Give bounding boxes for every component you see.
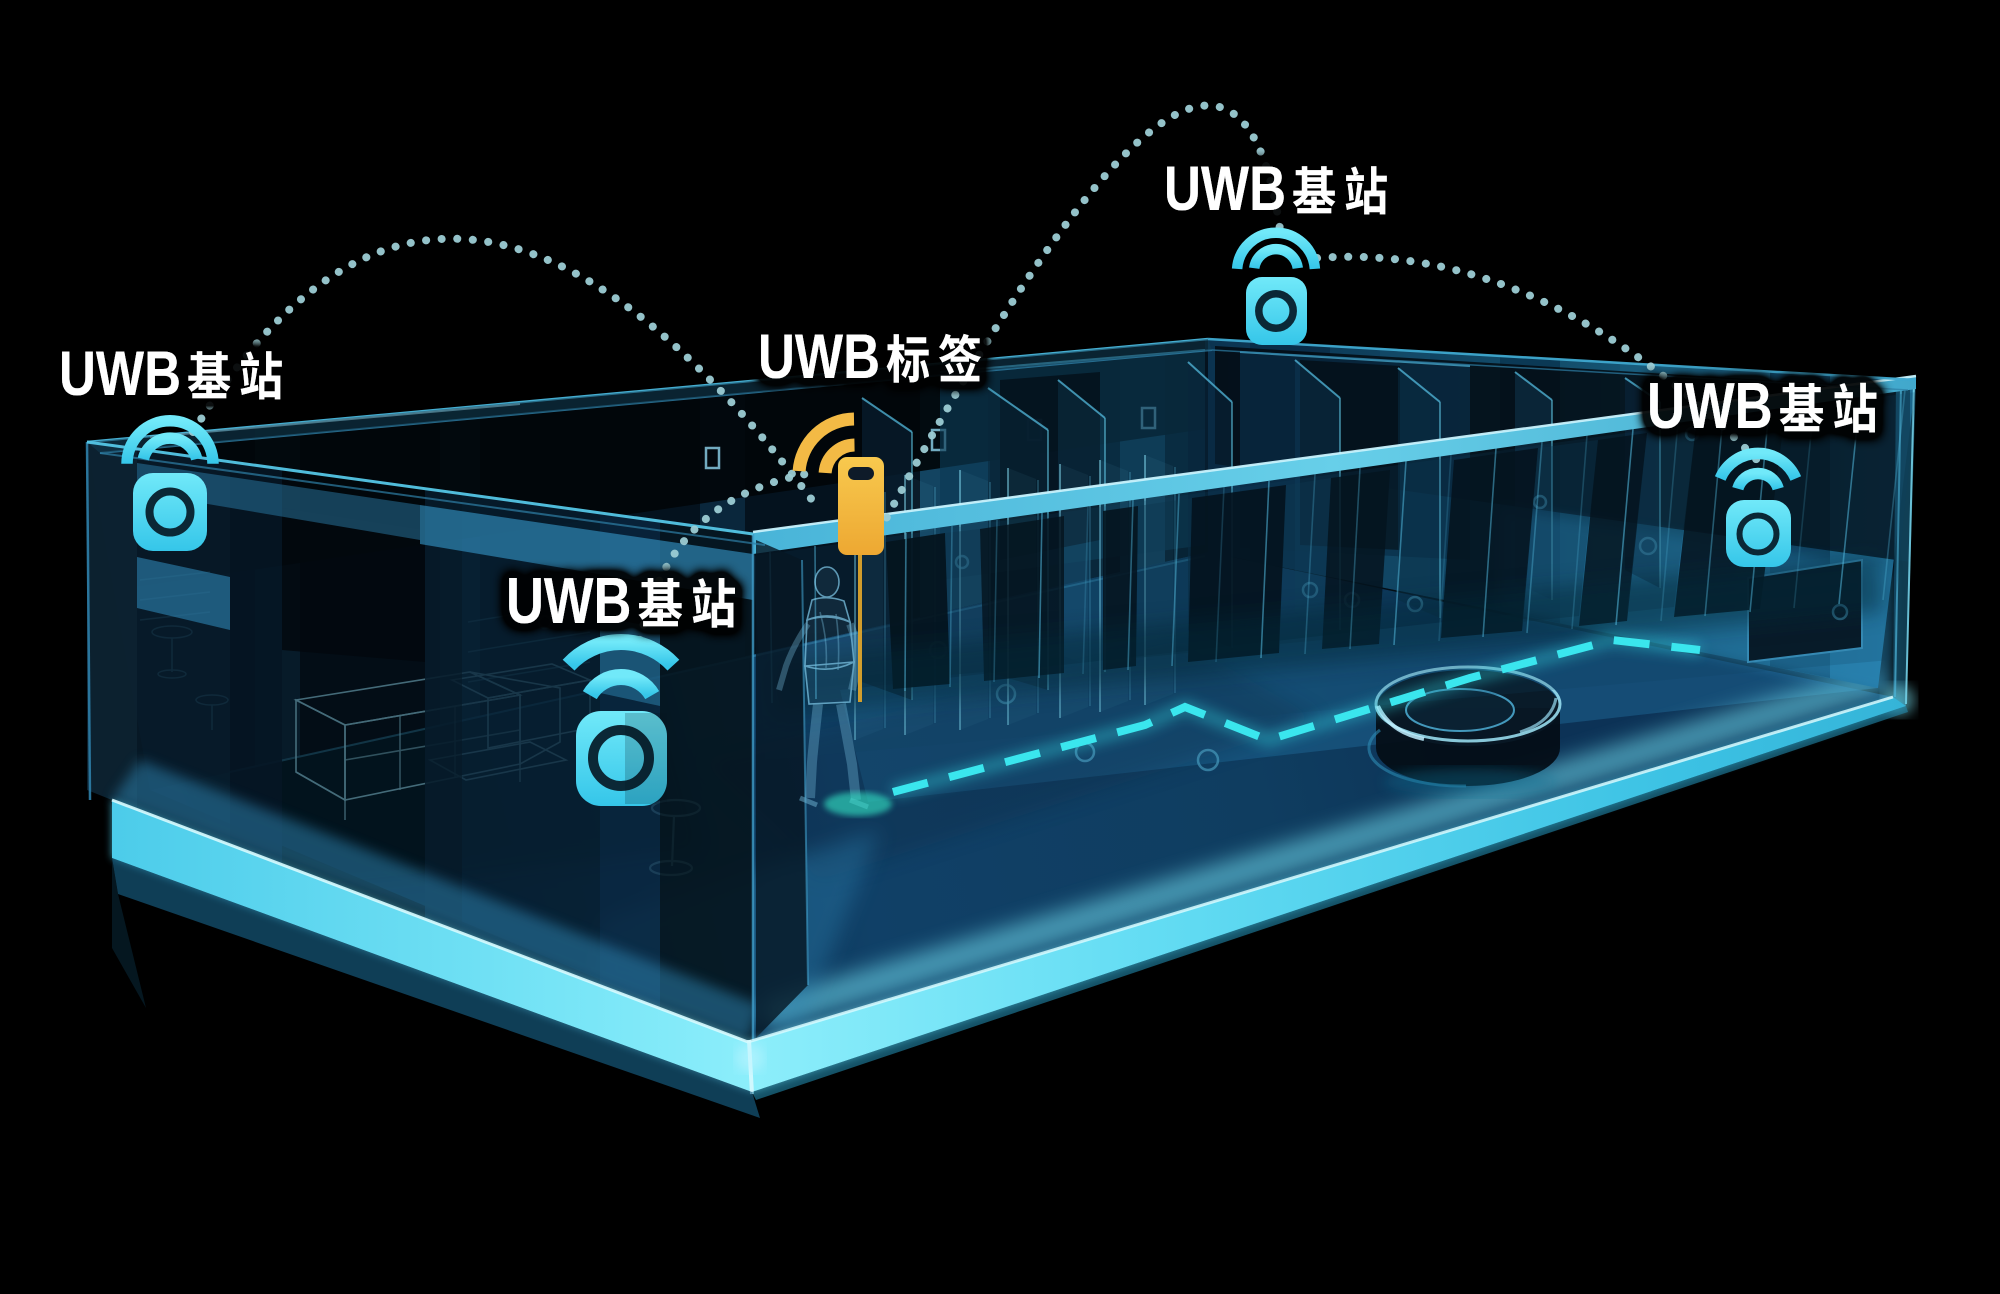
svg-text:UWB: UWB <box>59 339 181 409</box>
svg-text:UWB: UWB <box>1164 154 1286 224</box>
svg-text:UWB: UWB <box>758 322 880 392</box>
svg-text:UWB: UWB <box>506 564 631 637</box>
svg-text:UWB: UWB <box>1647 369 1773 442</box>
